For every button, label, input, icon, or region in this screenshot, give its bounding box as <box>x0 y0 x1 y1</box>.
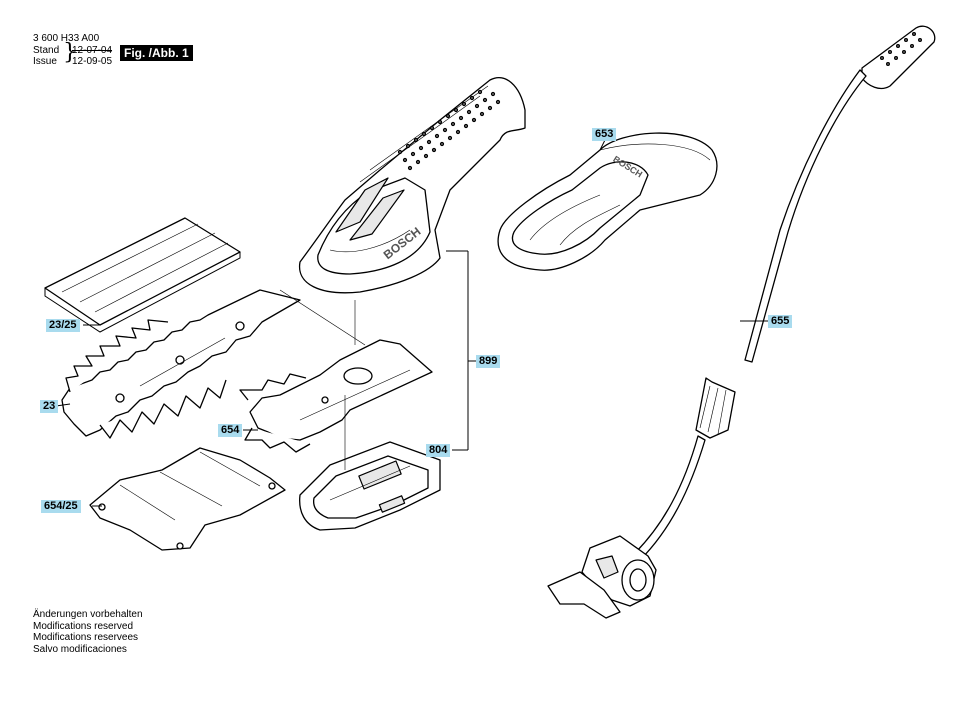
callout-23: 23 <box>40 400 59 413</box>
note-line: Modifications reservees <box>33 632 139 643</box>
note-line: Salvo modificaciones <box>33 643 127 655</box>
issue-label: Issue <box>33 56 57 67</box>
grass-blade-cover-drawing <box>89 447 286 551</box>
stand-label: Stand <box>33 45 60 56</box>
shear-blade-drawing <box>239 339 433 453</box>
date-brace: } <box>63 40 77 65</box>
callout-23-25: 23/25 <box>46 319 80 332</box>
callout-655: 655 <box>768 315 793 328</box>
issue-date: 12-09-05 <box>72 56 113 67</box>
callout-654: 654 <box>218 424 243 437</box>
shear-body-drawing: BOSCH <box>298 77 526 294</box>
blade-cover-drawing <box>44 217 241 333</box>
note-line: Modifications reserved <box>33 620 134 632</box>
note-line: Änderungen vorbehalten <box>33 609 143 620</box>
callout-804: 804 <box>426 444 451 457</box>
stand-date: 12-07-04 <box>72 45 113 56</box>
battery-drawing <box>299 441 441 531</box>
holster-drawing: BOSCH <box>497 132 718 271</box>
telescopic-handle-drawing <box>547 25 936 619</box>
callout-899: 899 <box>476 355 501 368</box>
hedge-blade-drawing <box>61 289 301 439</box>
callout-654-25: 654/25 <box>41 500 81 513</box>
doc-number: 3 600 H33 A00 <box>33 33 100 44</box>
figure-label: Fig. /Abb. 1 <box>120 45 193 61</box>
leader-lines <box>55 139 768 507</box>
modification-notes: Änderungen vorbehalten Modifications res… <box>33 609 143 655</box>
callout-653: 653 <box>592 128 617 141</box>
